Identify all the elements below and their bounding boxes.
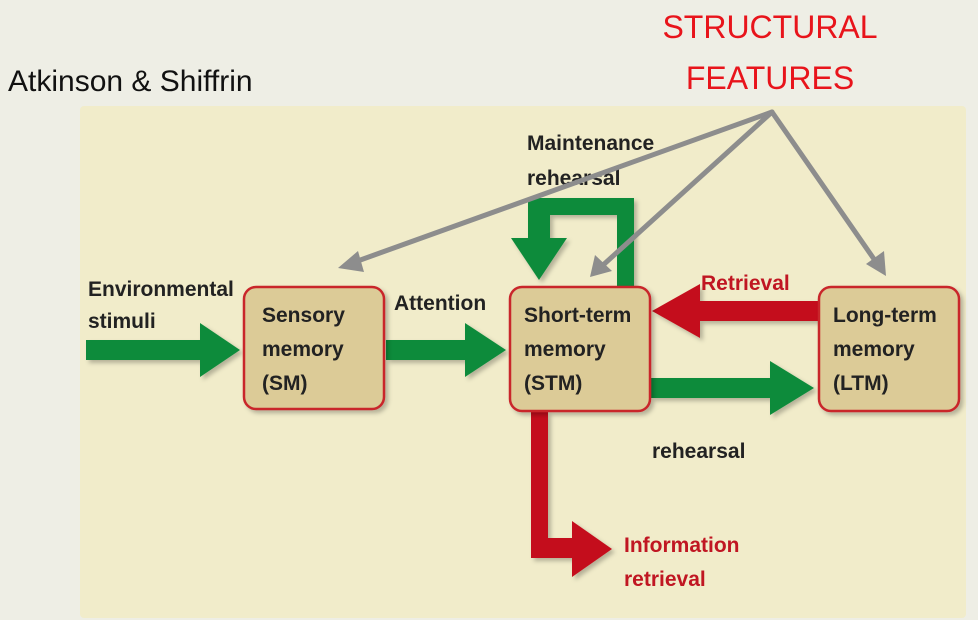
environmental-stimuli-line2: stimuli: [88, 310, 156, 333]
sm-line2: memory: [262, 338, 344, 361]
ltm-line3: (LTM): [833, 372, 889, 395]
sm-line3: (SM): [262, 372, 308, 395]
stm-line3: (STM): [524, 372, 582, 395]
maintenance-rehearsal-loop-arrow: [511, 198, 634, 288]
retrieval-label: Retrieval: [701, 272, 790, 295]
retrieval-arrow: [652, 284, 818, 338]
short-term-memory-box: [508, 285, 652, 413]
structural-pointer-ltm-head: [866, 251, 886, 276]
attention-arrow: [386, 323, 506, 377]
rehearsal-label: rehearsal: [652, 440, 745, 463]
diagram-title: Atkinson & Shiffrin: [8, 65, 253, 98]
stm-line1: Short-term: [524, 304, 631, 327]
environmental-stimuli-line1: Environmental: [88, 278, 234, 301]
maintenance-rehearsal-line1: Maintenance: [527, 132, 654, 155]
ltm-line1: Long-term: [833, 304, 937, 327]
stm-line2: memory: [524, 338, 606, 361]
information-retrieval-line1: Information: [624, 534, 740, 557]
information-retrieval-arrow: [531, 412, 612, 577]
long-term-memory-box: [817, 285, 961, 413]
structural-features-line1: STRUCTURAL: [662, 9, 877, 45]
structural-pointer-sm: [349, 109, 775, 266]
structural-pointer-stm: [599, 109, 775, 269]
information-retrieval-line2: retrieval: [624, 568, 706, 591]
rehearsal-arrow: [651, 361, 814, 415]
structural-features-line2: FEATURES: [686, 60, 854, 96]
structural-pointer-sm-head: [338, 251, 364, 272]
structural-pointer-stm-head: [590, 255, 612, 277]
ltm-line2: memory: [833, 338, 915, 361]
attention-label: Attention: [394, 292, 486, 315]
structural-pointer-ltm: [769, 109, 879, 265]
sensory-memory-box: [242, 285, 386, 411]
sm-line1: Sensory: [262, 304, 345, 327]
stimuli-to-sm-arrow: [86, 323, 240, 377]
